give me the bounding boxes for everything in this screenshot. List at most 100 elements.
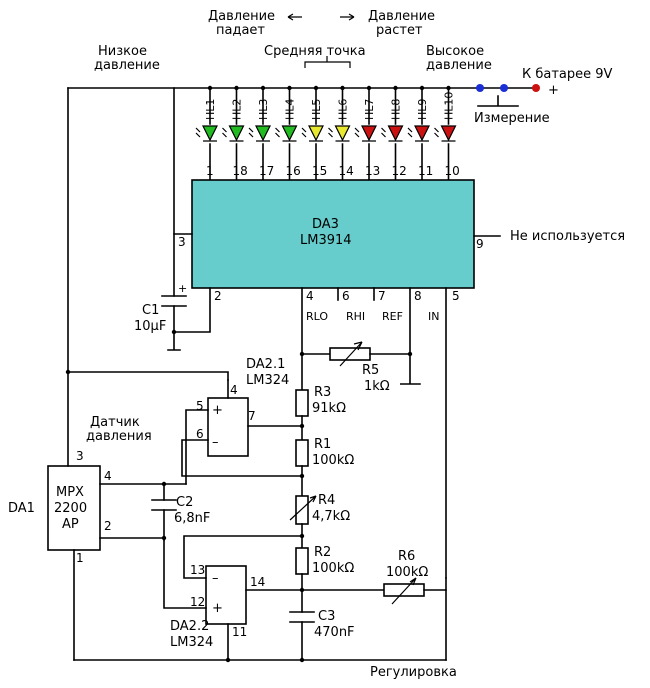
da22-name: DA2.2: [170, 619, 209, 634]
node-r5-right: [407, 351, 413, 357]
pin8-wire: [400, 287, 421, 385]
led-hl6: HL6 14: [328, 85, 354, 181]
led-diode-icon: [228, 125, 245, 142]
led-rail-node: [366, 85, 372, 91]
led-diode-icon: [414, 125, 430, 142]
da1-pin4: 4: [104, 469, 112, 483]
da22-pin14: 14: [250, 575, 265, 589]
led-rail-node: [287, 85, 292, 91]
da1-line2: 2200: [54, 501, 87, 516]
led-diode-icon: [281, 125, 298, 142]
c3-name: C3: [318, 609, 335, 624]
da22-part: LM324: [170, 635, 213, 650]
r2-name: R2: [314, 545, 331, 560]
led-hl8: HL8 12: [381, 85, 407, 181]
da22-pin12: 12: [190, 595, 205, 609]
led-light-icon: [195, 127, 201, 138]
led-label: HL7: [363, 99, 376, 120]
node-da21-out: [299, 423, 305, 429]
r5-wiper-arrow: [339, 341, 363, 367]
ref-label: REF: [382, 310, 403, 323]
led-pin-number: 12: [392, 164, 407, 178]
led-label: HL4: [284, 99, 297, 120]
led-diode-icon: [440, 125, 457, 142]
led-label: HL5: [310, 99, 323, 120]
node-left-rail: [65, 369, 71, 375]
r4-resistor: [295, 495, 309, 525]
da21-minus: –: [212, 435, 219, 450]
node-r1-bottom: [299, 473, 305, 479]
r3-resistor: [295, 389, 309, 417]
c1-value: 10µF: [134, 319, 166, 334]
r5-name: R5: [362, 363, 379, 378]
da21-pin4: 4: [230, 383, 238, 397]
led-label: HL2: [231, 99, 244, 120]
da21-pin7: 7: [248, 409, 256, 423]
led-light-icon: [222, 127, 227, 138]
mid-point-brace: [304, 56, 351, 68]
da1-pin1: 1: [76, 551, 84, 565]
led-light-icon: [407, 127, 413, 138]
led-rail-node: [446, 85, 451, 91]
r4-value: 4,7kΩ: [312, 509, 350, 524]
led-label: HL1: [204, 99, 217, 120]
switch-contact-1: [476, 84, 484, 92]
led-light-icon: [275, 127, 280, 138]
c1-name: C1: [142, 303, 159, 318]
r5-resistor: [329, 347, 371, 361]
led-hl5: HL5 15: [301, 85, 327, 181]
rlo-label: RLO: [306, 310, 328, 323]
led-rail-node: [340, 85, 345, 91]
led-light-icon: [248, 127, 254, 138]
c1-capacitor: [161, 295, 187, 307]
da21-pin5: 5: [196, 399, 204, 413]
c2-value: 6,8nF: [174, 511, 210, 526]
r1-name: R1: [314, 437, 331, 452]
r2-value: 100kΩ: [312, 561, 354, 576]
led-diode-icon: [334, 125, 351, 142]
led-hl4: HL4 16: [275, 85, 301, 181]
led-light-icon: [301, 127, 307, 138]
r1-value: 100kΩ: [312, 453, 354, 468]
da1-line1: MPX: [56, 485, 84, 500]
da1-pin3: 3: [76, 449, 84, 463]
da3-pin4-label: 4: [306, 289, 314, 303]
da22-minus: –: [212, 571, 219, 586]
led-pin-number: 15: [312, 164, 327, 178]
arrow-left-icon: [287, 13, 302, 21]
r2-resistor: [295, 547, 309, 575]
led-pin-number: 14: [339, 164, 354, 178]
c3-capacitor: [289, 611, 315, 623]
da21-name: DA2.1: [246, 357, 285, 372]
da1-sensor: [47, 465, 101, 551]
measure-label: Измерение: [474, 111, 550, 126]
da22-pin13: 13: [190, 563, 205, 577]
led-diode-icon: [387, 125, 404, 142]
r4-name: R4: [318, 493, 335, 508]
da22-opamp: [205, 565, 247, 625]
da3-pin9-label: 9: [476, 237, 484, 251]
c2-capacitor: [151, 499, 177, 511]
led-rail-node: [260, 85, 266, 91]
r3-value: 91kΩ: [312, 401, 346, 416]
led-label: HL9: [416, 99, 429, 120]
da3-pin8-label: 8: [414, 289, 422, 303]
led-light-icon: [328, 127, 333, 138]
battery-label: К батарее 9V: [522, 67, 613, 82]
led-pin-number: 16: [286, 164, 301, 178]
led-hl9: HL9 11: [407, 85, 433, 181]
led-diode-icon: [202, 125, 218, 142]
mid-point-label: Средняя точка: [264, 44, 366, 59]
led-diode-icon: [308, 125, 324, 142]
led-label: HL6: [337, 99, 350, 120]
led-pin-number: 11: [418, 164, 433, 178]
da21-plus-wire: [185, 409, 209, 485]
led-label: HL8: [390, 99, 403, 120]
